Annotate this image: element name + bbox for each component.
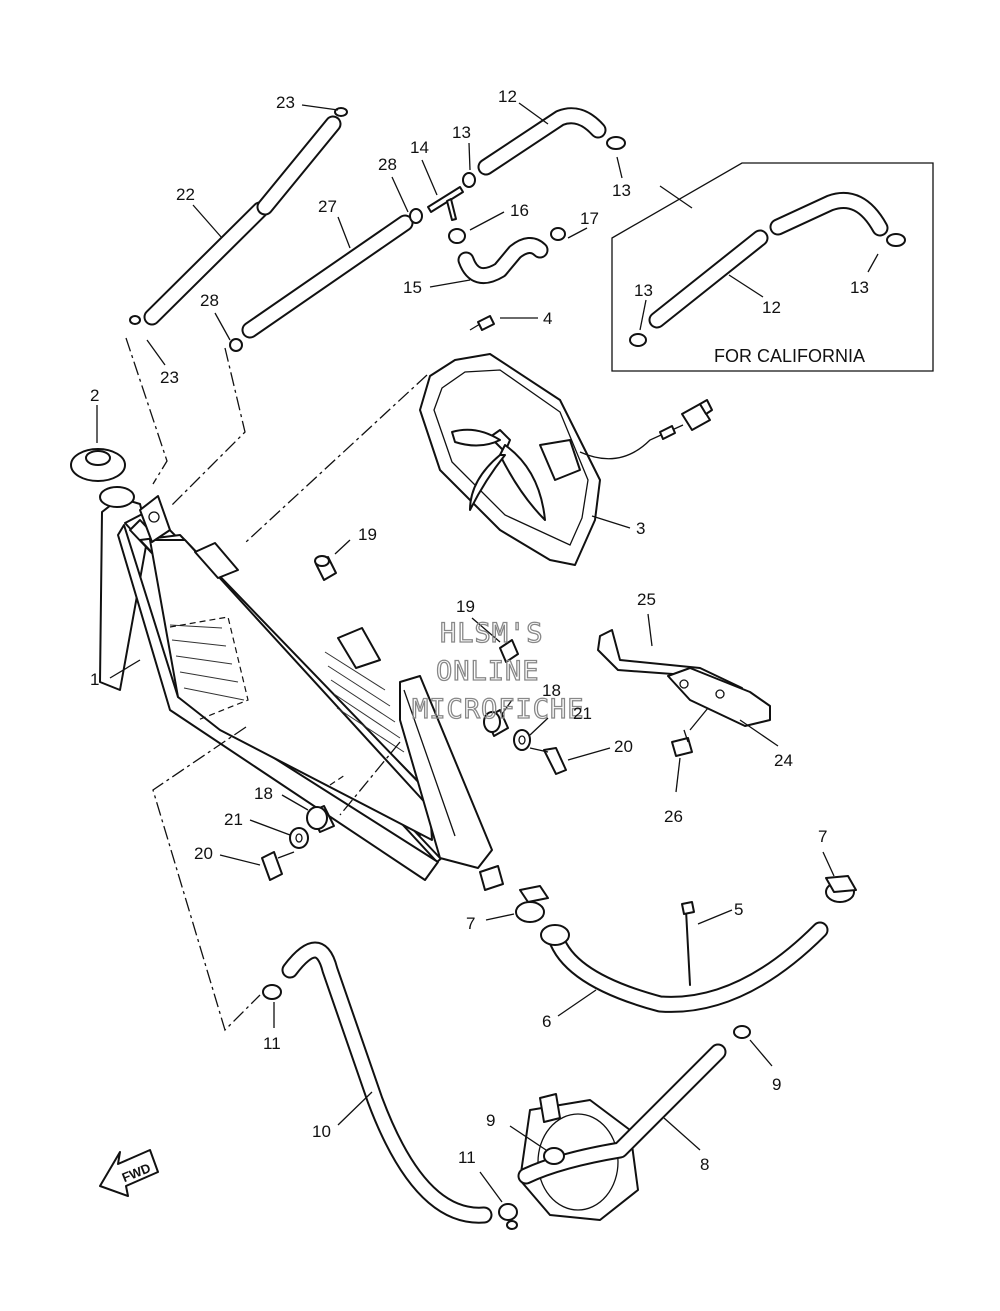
hose-15 xyxy=(457,237,549,285)
callout-7b: 7 xyxy=(818,827,827,846)
callout-18b: 18 xyxy=(254,784,273,803)
fan-assembly-3 xyxy=(419,353,713,566)
callout-13a: 13 xyxy=(634,281,653,300)
callout-16: 16 xyxy=(510,201,529,220)
clamp-11-bottom xyxy=(479,1171,518,1230)
pipe-14 xyxy=(427,186,464,221)
callout-22: 22 xyxy=(176,185,195,204)
callout-18a: 18 xyxy=(542,681,561,700)
watermark-line-1: HLSM'S xyxy=(440,618,544,649)
callout-17: 17 xyxy=(580,209,599,228)
callout-5: 5 xyxy=(734,900,743,919)
bolt-4 xyxy=(469,315,495,331)
callout-labels: 23 22 23 27 28 28 12 13 13 14 16 17 15 4… xyxy=(90,87,827,1174)
clamp-13-right xyxy=(606,136,626,150)
inset-clamp-13a xyxy=(629,333,647,347)
clamp-9-top xyxy=(733,1025,773,1067)
callout-2: 2 xyxy=(90,386,99,405)
hose-27 xyxy=(241,214,414,339)
callout-10: 10 xyxy=(312,1122,331,1141)
clamp-23-low xyxy=(129,315,141,325)
callout-12b: 12 xyxy=(498,87,517,106)
washer-21-right xyxy=(513,717,549,751)
callout-3: 3 xyxy=(636,519,645,538)
callout-14: 14 xyxy=(410,138,429,157)
callout-21b: 21 xyxy=(224,810,243,829)
callout-4: 4 xyxy=(543,309,552,328)
inset-clamp-13b xyxy=(886,233,906,247)
grommet-19-left xyxy=(314,539,351,581)
radiator-fins xyxy=(169,624,405,753)
radiator-1 xyxy=(99,486,504,891)
hose-6 xyxy=(540,921,829,1017)
callout-9a: 9 xyxy=(486,1111,495,1130)
cap-16 xyxy=(448,228,466,244)
california-inset: 13 12 13 FOR CALIFORNIA xyxy=(611,162,934,372)
inset-hose-12 xyxy=(648,191,889,329)
callout-13d: 13 xyxy=(612,181,631,200)
callout-23b: 23 xyxy=(160,368,179,387)
bolt-20-left xyxy=(219,851,295,881)
grommet-18-left xyxy=(281,794,335,833)
inset-label: FOR CALIFORNIA xyxy=(714,346,865,366)
callout-13b: 13 xyxy=(850,278,869,297)
callout-13c: 13 xyxy=(452,123,471,142)
grommet-19-right xyxy=(471,617,519,663)
callout-8: 8 xyxy=(700,1155,709,1174)
bolt-26 xyxy=(671,707,709,793)
hose-22 xyxy=(143,115,342,326)
callout-20a: 20 xyxy=(614,737,633,756)
radiator-cap-2 xyxy=(70,405,126,482)
callout-23a: 23 xyxy=(276,93,295,112)
hose-12 xyxy=(477,107,607,176)
clamp-17 xyxy=(550,227,566,241)
fwd-arrow-icon: FWD xyxy=(99,1149,159,1197)
callout-6: 6 xyxy=(542,1012,551,1031)
callout-19b: 19 xyxy=(456,597,475,616)
clamp-28-low xyxy=(229,338,243,352)
callout-20b: 20 xyxy=(194,844,213,863)
callout-11a: 11 xyxy=(263,1034,281,1053)
clamp-11-top xyxy=(262,984,282,1028)
callout-28a: 28 xyxy=(378,155,397,174)
callout-27: 27 xyxy=(318,197,337,216)
callout-25: 25 xyxy=(637,590,656,609)
watermark-line-3: MICROFICHE xyxy=(412,694,585,725)
bolt-20-right xyxy=(529,747,611,775)
grommet-18-right xyxy=(483,699,513,737)
watermark: HLSM'S ONLINE MICROFICHE xyxy=(411,617,585,725)
clamp-7-left xyxy=(485,885,549,923)
callout-1: 1 xyxy=(90,670,99,689)
hose-10 xyxy=(281,941,493,1224)
clamp-7-right xyxy=(822,851,857,903)
clamp-28-top xyxy=(409,208,423,224)
callout-12a: 12 xyxy=(762,298,781,317)
callout-28b: 28 xyxy=(200,291,219,310)
clamp-9-bottom xyxy=(509,1125,565,1165)
callout-11b: 11 xyxy=(458,1148,476,1167)
callout-7a: 7 xyxy=(466,914,475,933)
callout-19a: 19 xyxy=(358,525,377,544)
tie-5 xyxy=(681,901,733,986)
clamp-13-left xyxy=(462,172,476,188)
callout-24: 24 xyxy=(774,751,793,770)
callout-26: 26 xyxy=(664,807,683,826)
watermark-line-2: ONLINE xyxy=(436,656,540,687)
washer-21-left xyxy=(249,819,309,849)
callout-15: 15 xyxy=(403,278,422,297)
hose-8 xyxy=(517,1043,727,1185)
callout-21a: 21 xyxy=(573,704,592,723)
bracket-24 xyxy=(667,667,779,747)
callout-9b: 9 xyxy=(772,1075,781,1094)
